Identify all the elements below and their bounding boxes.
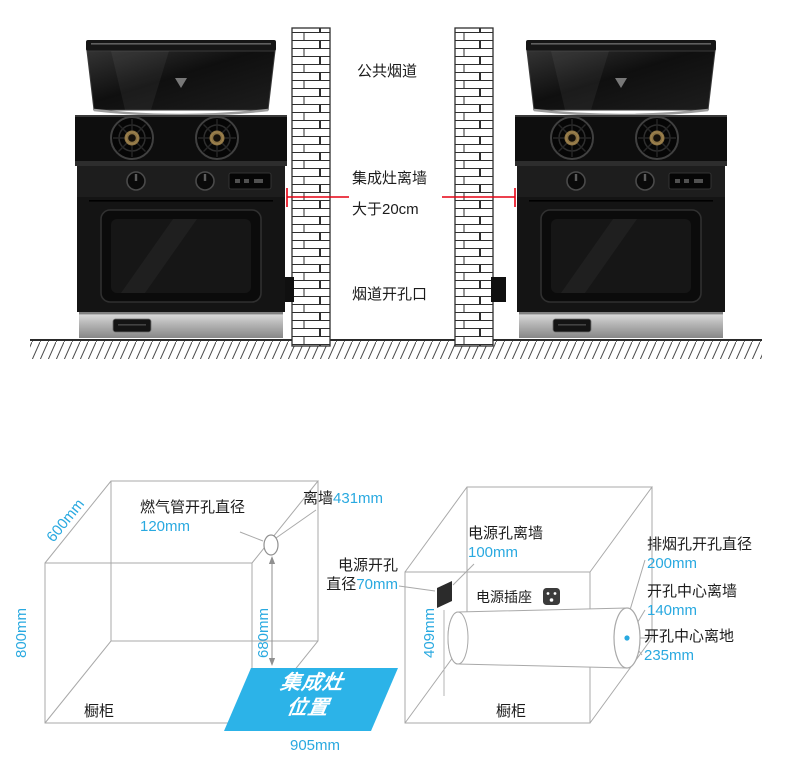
brick-wall-left <box>291 27 331 347</box>
stove-position-label: 集成灶 位置 <box>258 671 363 721</box>
power-socket-icon <box>543 588 560 605</box>
power-hole-label: 电源开孔 <box>337 557 398 574</box>
bottom-diagram-canvas <box>44 480 653 731</box>
hole-center-wall-label: 开孔中心离墙 <box>647 583 738 600</box>
stove-position-line2: 位置 <box>284 697 331 719</box>
right-cabinet-label: 橱柜 <box>496 703 527 720</box>
height-dimension: 800mm <box>13 607 30 659</box>
stove-left <box>75 40 287 338</box>
top-diagram-canvas <box>30 27 762 359</box>
power-hole-diameter-text: 直径 <box>326 576 357 593</box>
power-wall-label: 电源孔离墙 <box>468 525 544 542</box>
hole-center-floor-value: 235mm <box>644 647 695 664</box>
flue-opening-label: 烟道开孔口 <box>352 286 428 303</box>
flue-opening-right <box>491 277 506 302</box>
power-wall-value: 100mm <box>468 544 519 561</box>
power-hole-diameter: 直径70mm <box>310 576 398 594</box>
flue-label: 公共烟道 <box>357 63 418 80</box>
wall-offset-text: 离墙 <box>303 490 334 507</box>
stove-position-area <box>224 668 398 731</box>
wall-offset-label: 离墙431mm <box>303 490 383 508</box>
clearance-dimension-lines <box>286 188 516 207</box>
exhaust-hole-label: 排烟孔开孔直径 <box>647 536 753 553</box>
gas-pipe-hole <box>263 534 279 556</box>
stove-position-line1: 集成灶 <box>278 672 346 694</box>
width-dimension: 905mm <box>289 737 341 754</box>
stove-right <box>515 40 727 338</box>
leader-lines <box>239 509 646 656</box>
exhaust-hole-diameter: 200mm <box>647 555 698 572</box>
inner-height-dimension: 680mm <box>255 607 272 659</box>
wall-offset-value: 431mm <box>333 490 384 507</box>
duct-center-point <box>624 635 630 641</box>
inner-height-dim-line <box>268 556 276 666</box>
exhaust-duct <box>447 607 641 669</box>
hole-center-floor-label: 开孔中心离地 <box>644 628 735 645</box>
hole-center-wall-value: 140mm <box>647 602 698 619</box>
clearance-value: 大于20cm <box>352 201 419 218</box>
left-cabinet-label: 橱柜 <box>84 703 115 720</box>
power-hole <box>437 581 452 608</box>
brick-wall-right <box>454 27 494 347</box>
gas-hole-label: 燃气管开孔直径 <box>140 499 246 516</box>
hole-height-dimension: 409mm <box>421 607 438 659</box>
clearance-label: 集成灶离墙 <box>352 170 428 187</box>
power-hole-diameter-value: 70mm <box>356 576 398 593</box>
socket-label: 电源插座 <box>476 589 532 605</box>
gas-hole-diameter: 120mm <box>140 518 191 535</box>
ground <box>30 339 762 359</box>
